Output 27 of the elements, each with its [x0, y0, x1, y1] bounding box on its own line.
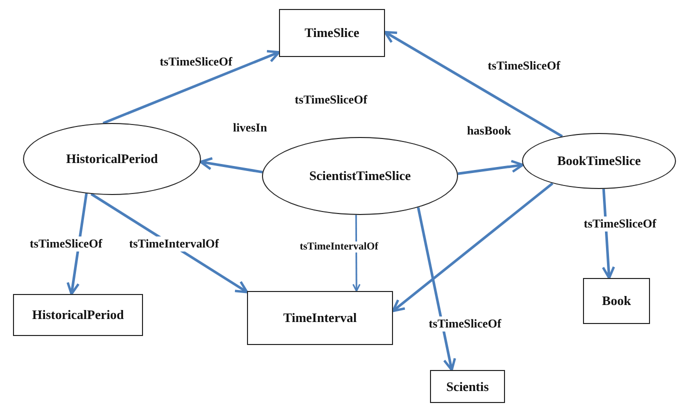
edge-label: tsTimeIntervalOf — [298, 242, 380, 252]
class-box — [13, 294, 143, 336]
node-label: BookTimeSlice — [557, 153, 641, 169]
class-box — [430, 370, 505, 403]
edge-label: tsTimeSliceOf — [428, 316, 502, 332]
arrow — [200, 157, 263, 174]
arrow — [458, 160, 524, 175]
arrow — [66, 193, 88, 296]
edge-label: tsTimeSliceOf — [28, 236, 104, 252]
arrow — [90, 192, 248, 294]
node-label: ScientistTimeSlice — [309, 168, 411, 184]
edge-label: tsTimeSliceOf — [582, 216, 658, 232]
class-box — [583, 278, 650, 324]
edge-label: tsTimeIntervalOf — [128, 236, 220, 252]
class-box — [247, 291, 393, 345]
node-label: TimeSlice — [304, 25, 360, 41]
arrow — [416, 207, 456, 372]
arrow — [384, 30, 563, 138]
node-label: TimeInterval — [283, 310, 357, 326]
class-box — [279, 9, 385, 57]
arrow — [102, 50, 280, 124]
node-label: Book — [602, 293, 631, 309]
edge-label: tsTimeSliceOf — [158, 54, 234, 70]
node-label: Scientis — [446, 378, 489, 394]
node-label: HistoricalPeriod — [32, 307, 124, 323]
node-label: HistoricalPeriod — [66, 151, 158, 167]
arrow — [392, 182, 554, 312]
